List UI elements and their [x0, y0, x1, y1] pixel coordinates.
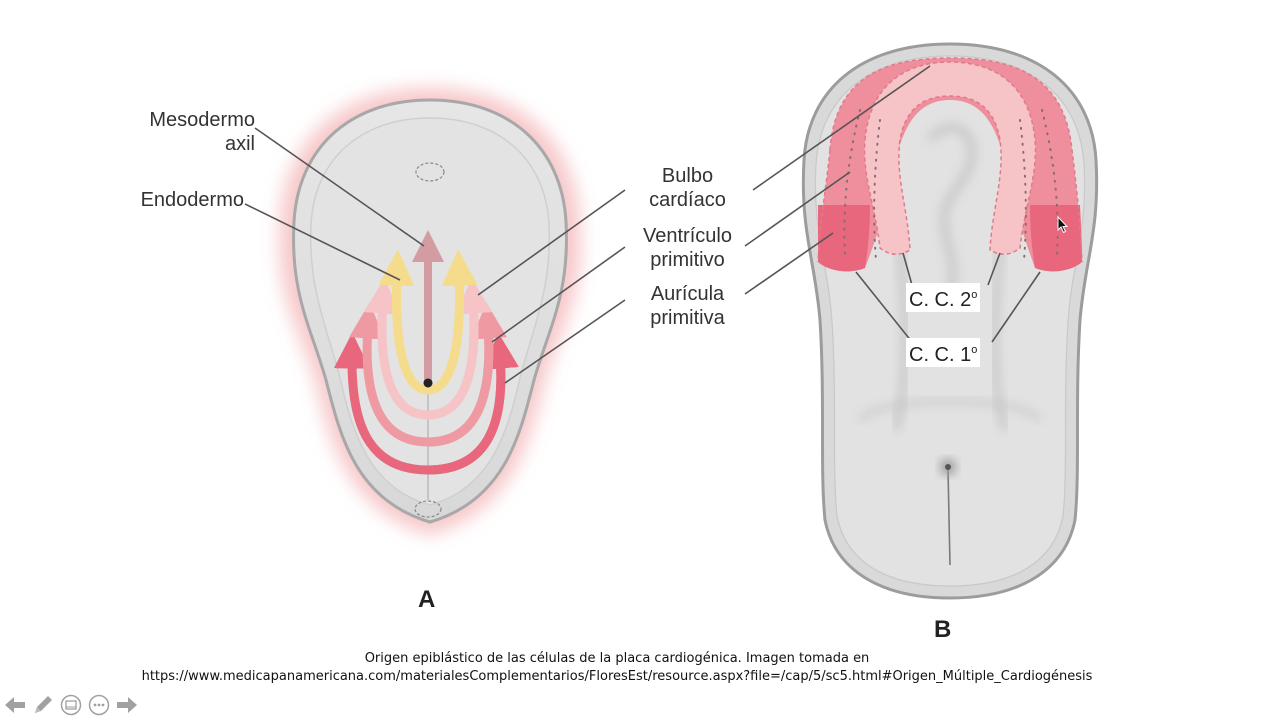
pen-icon[interactable]: [32, 694, 54, 716]
arrow-red-right: [427, 332, 519, 475]
label-auricula-line1: Aurícula: [650, 283, 725, 305]
panel-a-leaders: [244, 127, 626, 384]
label-cc1: C. C. 1o: [906, 338, 981, 367]
label-cc2-sup: o: [971, 289, 978, 301]
panel-b-letter: B: [934, 616, 952, 643]
dashed-oval-bottom: [414, 500, 442, 518]
label-bulbo-line1: Bulbo: [661, 165, 714, 187]
label-mesodermo-axil: Mesodermo axil: [110, 108, 255, 156]
label-cc2: C. C. 2o: [906, 283, 981, 312]
label-mesodermo-axil-line1: Mesodermo: [149, 109, 255, 131]
label-ventriculo-line2: primitivo: [650, 249, 725, 271]
panel-b-cardiac-crescent: [817, 57, 1083, 272]
label-ventriculo-line1: Ventrículo: [643, 225, 732, 247]
arrow-yellow-right: [427, 249, 478, 395]
label-auricula-primitiva: Aurícula primitiva: [620, 282, 755, 330]
label-cc1-sup: o: [971, 344, 978, 356]
label-ventriculo-primitivo: Ventrículo primitivo: [620, 224, 755, 272]
label-cc1-text: C. C. 1: [909, 344, 972, 366]
slides-icon[interactable]: [60, 694, 82, 716]
label-auricula-line2: primitiva: [650, 307, 725, 329]
panel-a-letter: A: [418, 586, 436, 613]
dashed-oval-top: [415, 162, 445, 182]
caption-line1: Origen epiblástico de las células de la …: [364, 651, 870, 666]
label-bulbo-cardiaco: Bulbo cardíaco: [620, 164, 755, 212]
arrow-light-pink-right: [427, 277, 492, 420]
arrow-pink-right: [427, 302, 507, 447]
figure-caption: Origen epiblástico de las células de la …: [100, 650, 1134, 686]
caption-line2: https://www.medicapanamericana.com/mater…: [141, 669, 1093, 684]
more-icon[interactable]: [88, 694, 110, 716]
label-bulbo-line2: cardíaco: [649, 189, 726, 211]
mouse-cursor-icon: [1057, 216, 1069, 234]
slideshow-nav: [4, 692, 138, 718]
next-icon[interactable]: [116, 694, 138, 716]
panel-a-arrows: [333, 230, 519, 475]
label-endodermo: Endodermo: [140, 189, 244, 211]
panel-b-leaders: [744, 65, 1041, 343]
label-cc2-text: C. C. 2: [909, 289, 972, 311]
label-mesodermo-axil-line2: axil: [224, 133, 255, 155]
previous-icon[interactable]: [4, 694, 26, 716]
primitive-node: [423, 378, 433, 388]
